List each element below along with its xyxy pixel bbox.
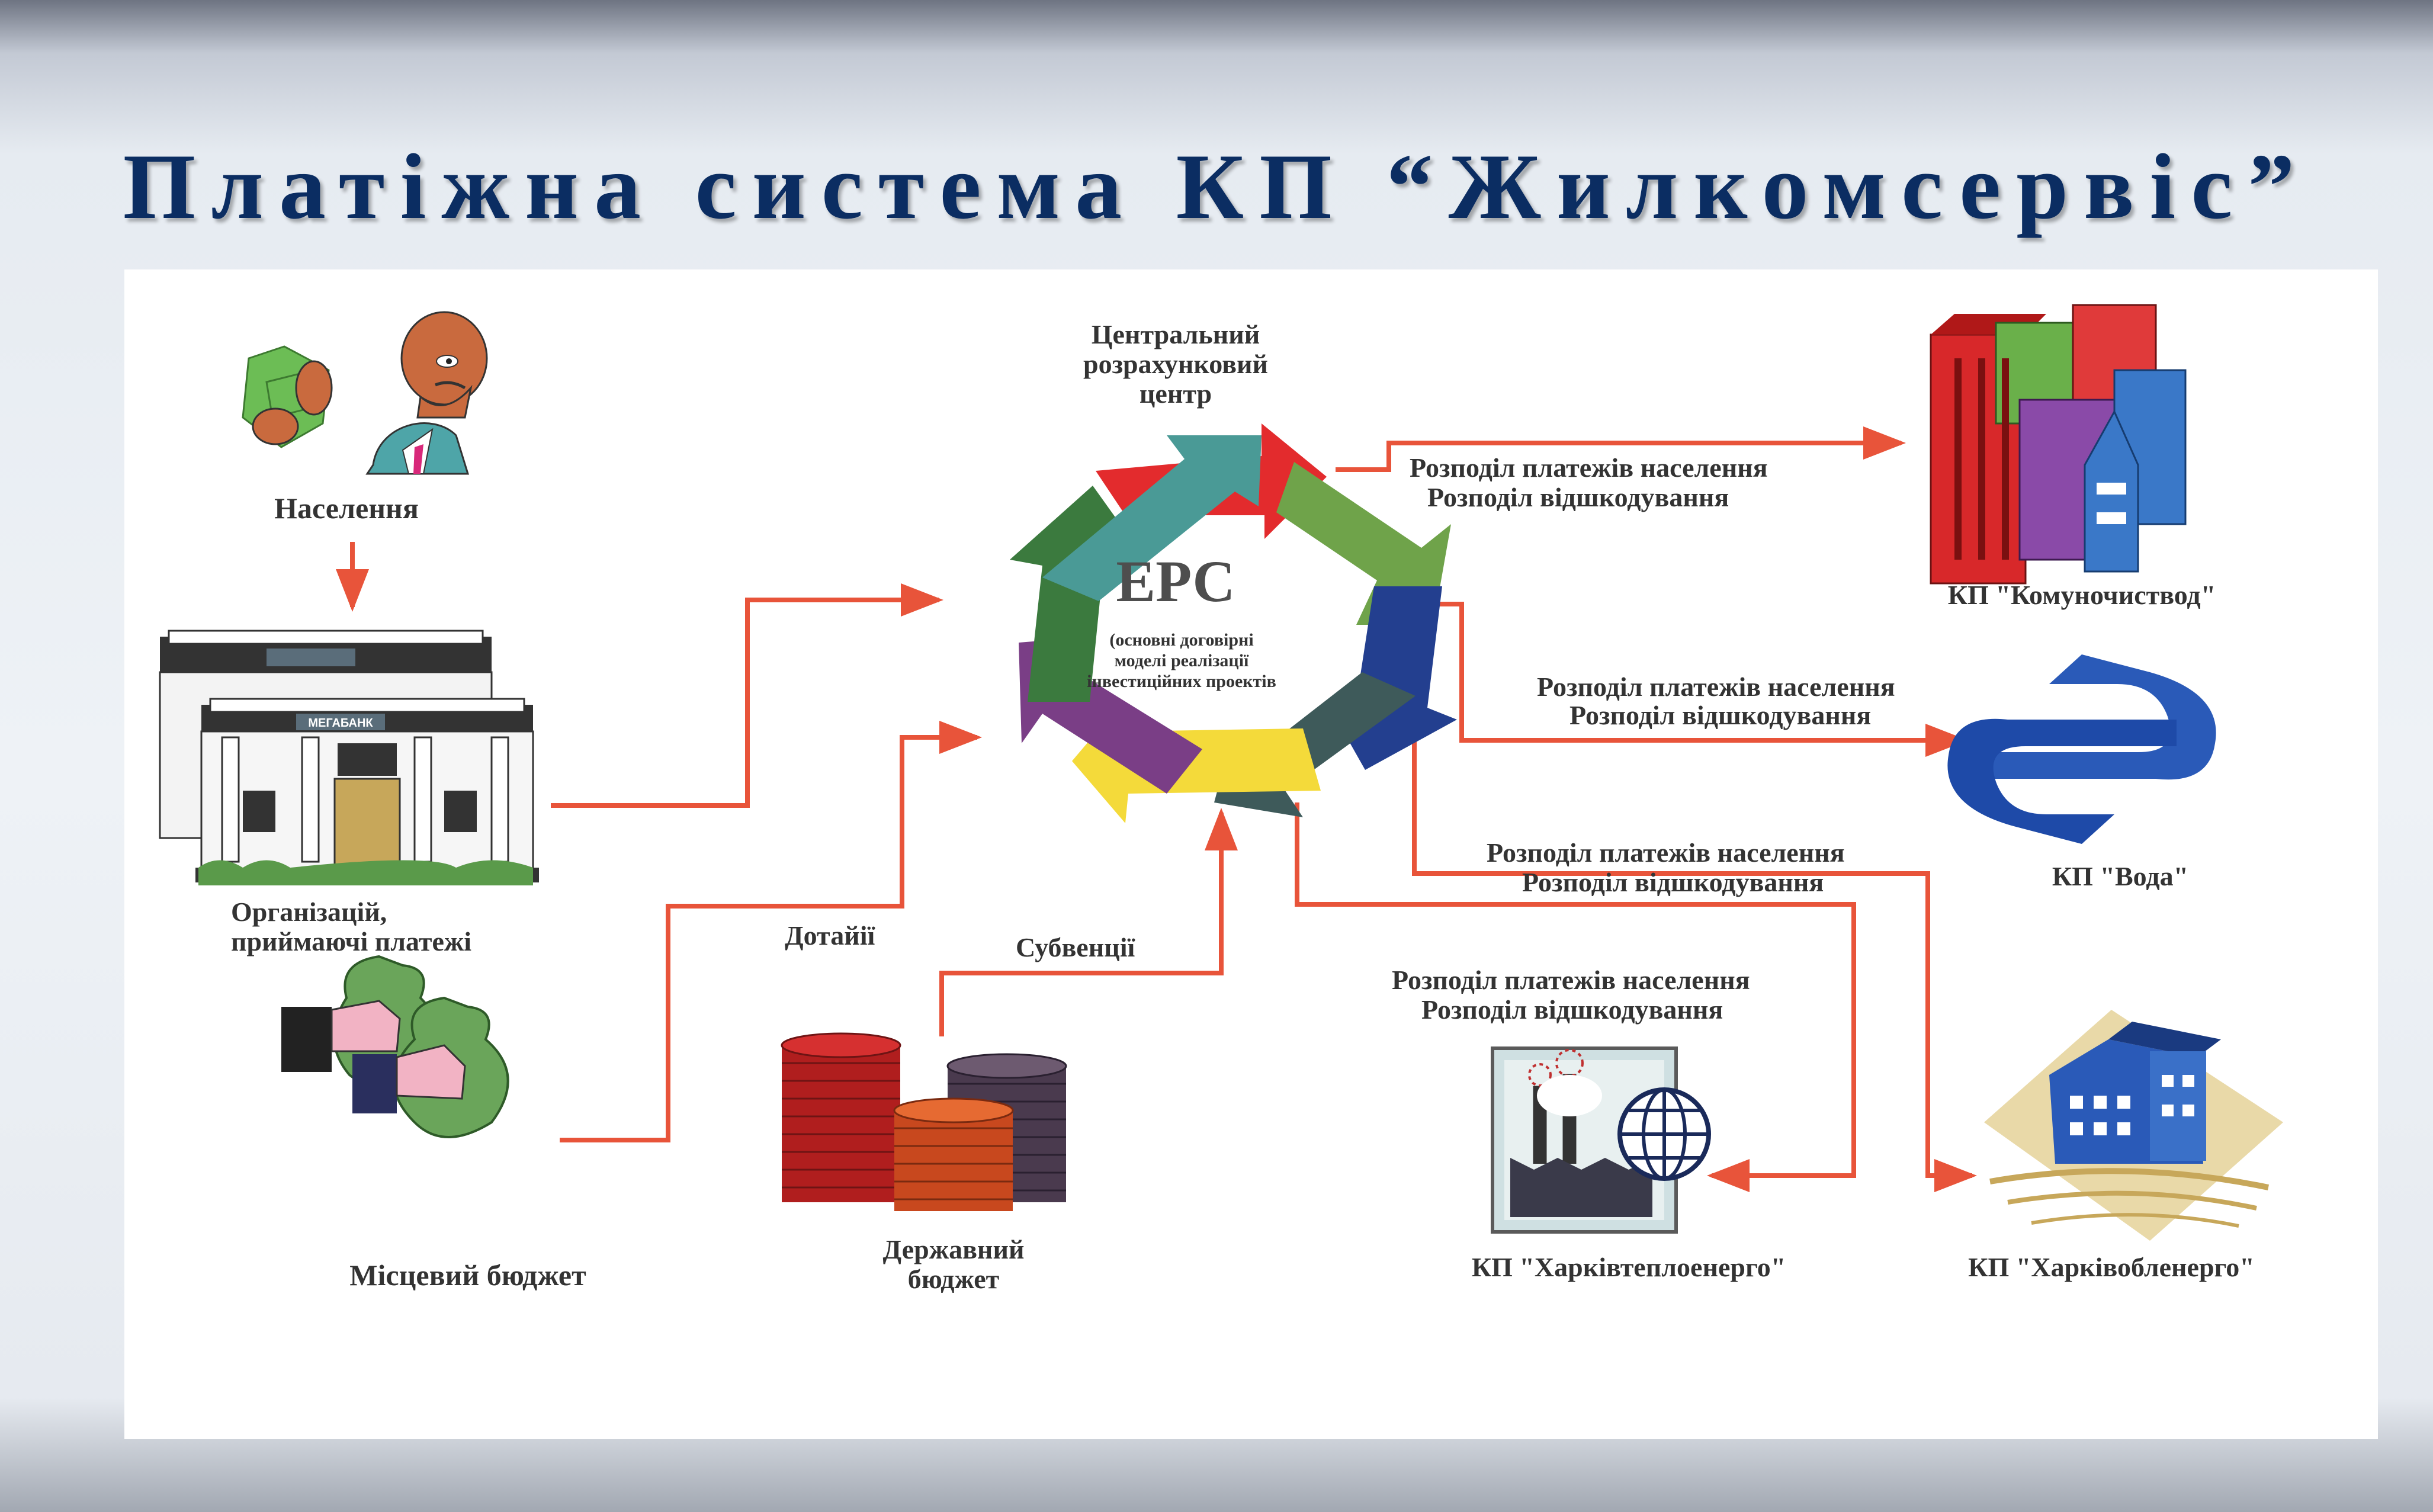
erc-sub-line2: моделі реалізації [1115, 651, 1249, 670]
distribution-oblenergo-line1: Розподіл платежів населення [1487, 837, 1845, 868]
distribution-komunochystvod-line2: Розподіл відшкодування [1427, 482, 1729, 512]
erc-header-line2: розрахунковий [1083, 349, 1268, 379]
organizations-label-line2: приймаючі платежі [231, 926, 471, 956]
diagram-panel: Центральний розрахунковий центр ЕРС (осн… [124, 269, 2378, 1439]
bank-illustration: МЕГАБАНК [159, 630, 539, 885]
local-budget-label: Місцевий бюджет [349, 1259, 586, 1292]
oblenergo-illustration [1984, 1010, 2283, 1241]
cycle-arrow-green [1276, 462, 1451, 625]
distribution-komunochystvod-line1: Розподіл платежів населення [1410, 452, 1768, 483]
teploenergo-label: КП "Харківтеплоенерго" [1472, 1252, 1786, 1282]
arrow-to-komunochystvod [1336, 426, 1906, 472]
distribution-voda-line2: Розподіл відшкодування [1569, 700, 1871, 730]
bank-sign: МЕГАБАНК [308, 717, 373, 730]
arrow-local-budget-subsidies [560, 721, 982, 1142]
population-illustration [242, 311, 488, 475]
distribution-oblenergo-line2: Розподіл відшкодування [1522, 867, 1824, 897]
distribution-voda-line1: Розподіл платежів населення [1537, 672, 1895, 702]
population-label: Населення [274, 492, 419, 525]
erc-sub-line3: інвестиційних проектів [1087, 672, 1276, 691]
komunochystvod-label: КП "Комуночиствод" [1948, 580, 2216, 610]
voda-label: КП "Вода" [2052, 861, 2188, 891]
subventions-label: Субвенції [1016, 932, 1135, 962]
payment-flow-diagram: Центральний розрахунковий центр ЕРС (осн… [159, 304, 2283, 1294]
organizations-label-line1: Організацій, [231, 897, 387, 927]
voda-illustration [1947, 654, 2216, 844]
distribution-teploenergo-line2: Розподіл відшкодування [1421, 994, 1723, 1025]
erc-header-line1: Центральний [1092, 319, 1260, 349]
cycle-arrow-teal [1042, 435, 1262, 601]
state-budget-label-line2: бюджет [908, 1264, 1000, 1294]
arrow-state-budget-subventions [939, 808, 1238, 1036]
erc-cycle [1010, 423, 1457, 823]
arrow-to-teploenergo [1295, 802, 1856, 1192]
teploenergo-illustration [1491, 1046, 1711, 1234]
subsidies-label: Дотайії [785, 920, 875, 951]
komunochystvod-illustration [1930, 304, 2187, 585]
erc-sub-line1: (основні договірні [1109, 630, 1253, 650]
erc-acronym: ЕРС [1116, 548, 1235, 614]
oblenergo-label: КП "Харківобленерго" [1968, 1252, 2255, 1282]
state-budget-label-line1: Державний [883, 1234, 1025, 1264]
arrow-bank-to-erc [551, 583, 943, 808]
local-budget-illustration [281, 955, 509, 1138]
distribution-teploenergo-line1: Розподіл платежів населення [1392, 965, 1750, 995]
erc-header-line3: центр [1140, 378, 1212, 409]
state-budget-illustration [781, 1032, 1067, 1211]
slide-title: Платіжна система КП “Жилкомсервіс” [123, 135, 2310, 239]
